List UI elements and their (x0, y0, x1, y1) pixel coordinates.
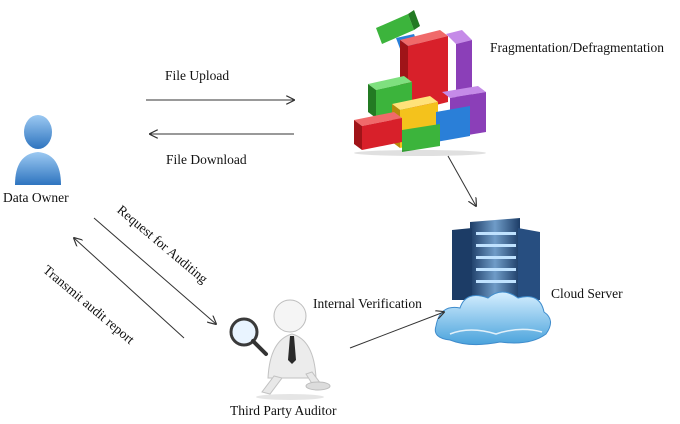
auditor-magnifier-icon (229, 299, 331, 400)
fragmentation-blocks-icon (354, 10, 486, 156)
auditor-label: Third Party Auditor (230, 403, 337, 418)
internal-verification-arrow (349, 312, 444, 349)
internal-verification-label: Internal Verification (313, 296, 422, 311)
data-owner-label: Data Owner (3, 190, 69, 205)
request-auditing-arrow (93, 217, 216, 324)
user-icon (15, 115, 61, 185)
transmit-report-arrow (74, 238, 185, 339)
cloud-server-icon (434, 218, 551, 346)
fragmentation-label: Fragmentation/Defragmentation (490, 40, 664, 55)
file-download-label: File Download (166, 152, 247, 167)
cloud-server-label: Cloud Server (551, 286, 623, 301)
file-upload-label: File Upload (165, 68, 230, 83)
fragmentation-to-cloud-arrow (447, 155, 476, 206)
